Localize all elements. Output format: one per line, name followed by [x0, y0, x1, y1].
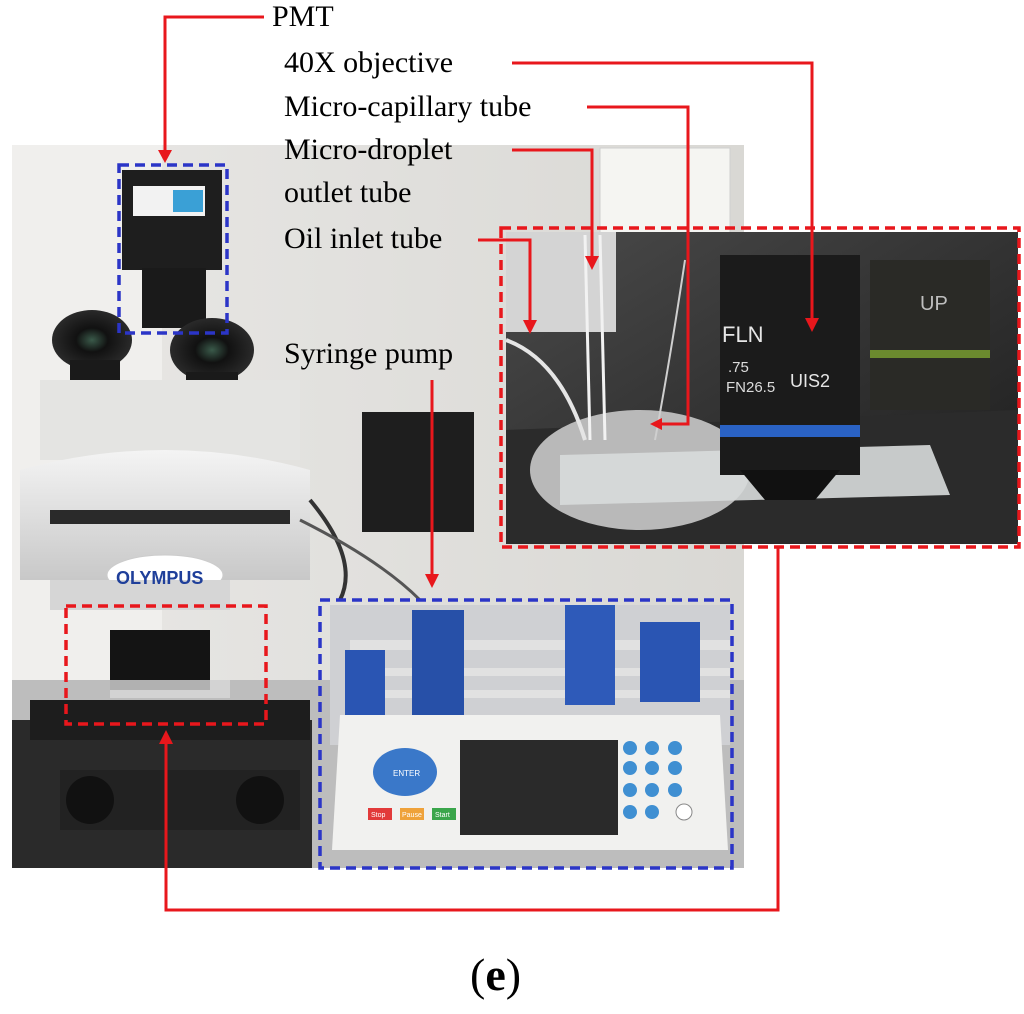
objective-text-fln: FLN — [722, 322, 764, 347]
label-pmt: PMT — [272, 0, 334, 33]
enter-key-text: ENTER — [393, 769, 420, 778]
caption-close-paren: ) — [505, 949, 522, 1000]
objective-arrowhead — [805, 318, 819, 332]
eyepiece-left — [52, 310, 132, 370]
inset-box — [499, 226, 1021, 549]
capillary-arrowhead — [650, 418, 662, 430]
droplet-arrowhead — [585, 256, 599, 270]
oil-inlet-arrow — [478, 238, 532, 322]
microscope-brand-text: OLYMPUS — [116, 568, 203, 588]
pause-key-text: Pause — [402, 812, 422, 819]
label-oil-inlet-tube: Oil inlet tube — [284, 222, 443, 255]
pmt-unit — [122, 170, 222, 270]
syringe-pump-box — [318, 598, 734, 870]
pmt-arrow — [163, 15, 264, 150]
side-objective-text: UP — [920, 293, 948, 315]
syringe-pump-arrowhead — [425, 574, 439, 588]
pump-screen — [460, 740, 618, 835]
objective-text-na: .75 — [728, 359, 749, 376]
label-micro-capillary-tube: Micro-capillary tube — [284, 90, 532, 123]
objective-text-fn: FN26.5 — [726, 379, 775, 396]
objective-text-uis: UIS2 — [790, 371, 830, 391]
inset-photo — [505, 232, 1018, 544]
caption-open-paren: ( — [470, 949, 486, 1000]
label-40x-objective: 40X objective — [284, 46, 454, 79]
syringe-pump — [330, 605, 730, 850]
stage-box — [64, 604, 268, 726]
label-syringe-pump: Syringe pump — [284, 337, 454, 370]
objective-arrow — [512, 61, 814, 320]
pmt-box — [117, 163, 229, 335]
oil-inlet-arrowhead — [523, 320, 537, 334]
caption-letter: e — [485, 949, 506, 1000]
start-key-text: Start — [435, 812, 450, 819]
stop-key-text: Stop — [371, 812, 386, 819]
connector-arrow — [164, 548, 780, 912]
objective-lens — [720, 255, 860, 475]
pmt-arrowhead — [158, 150, 172, 163]
microscope — [20, 170, 310, 830]
connector-arrowhead — [159, 730, 173, 744]
label-outlet-tube: outlet tube — [284, 176, 412, 209]
capillary-arrow — [587, 105, 690, 426]
lamp-housing — [362, 412, 474, 532]
droplet-arrow — [512, 148, 594, 258]
figure-caption: (e) — [470, 948, 521, 1001]
label-micro-droplet: Micro-droplet — [284, 133, 453, 166]
